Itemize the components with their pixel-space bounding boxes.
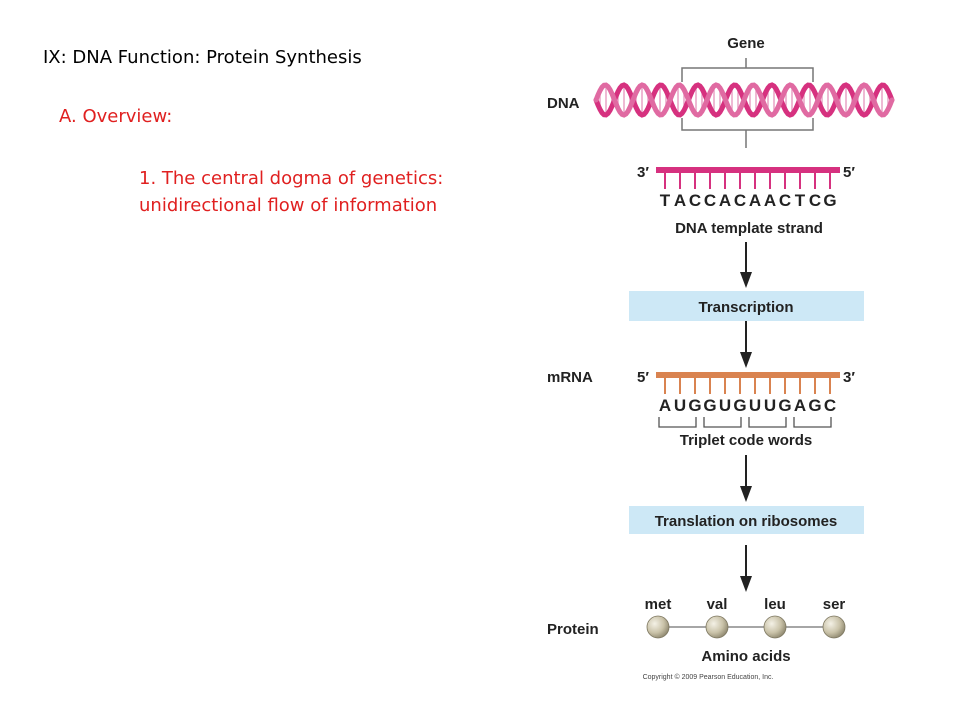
bullet-line-2: unidirectional flow of information: [139, 195, 438, 216]
bullet-point: 1. The central dogma of genetics: unidir…: [139, 165, 479, 219]
mrna-row-label: mRNA: [547, 369, 593, 386]
mrna-caption: Triplet code words: [680, 432, 813, 449]
transcription-label: Transcription: [698, 299, 793, 316]
dna-base: A: [674, 191, 686, 210]
bullet-line-1: 1. The central dogma of genetics:: [139, 168, 444, 189]
mrna-strand-teeth: [664, 378, 831, 394]
dna-base: A: [719, 191, 731, 210]
dna-base: C: [779, 191, 791, 210]
mrna-base: G: [703, 396, 716, 415]
dna-label: DNA: [547, 95, 580, 112]
section-heading: A. Overview:: [59, 106, 173, 127]
codon-brackets: [658, 417, 832, 428]
amino-acid-label: ser: [823, 596, 846, 613]
gene-bracket-bottom: [681, 118, 814, 148]
arrow-down-icon: [740, 455, 752, 502]
translation-box: [629, 506, 864, 534]
amino-acid-labels: met val leu ser: [645, 596, 846, 613]
dna-strand-backbone: [656, 167, 840, 173]
dna-strand-right-end: 5′: [843, 164, 855, 181]
mrna-base: C: [824, 396, 836, 415]
transcription-box: [629, 291, 864, 321]
dna-double-helix: [593, 82, 895, 118]
gene-label: Gene: [727, 35, 765, 52]
mrna-base: U: [749, 396, 761, 415]
amino-acid-label: leu: [764, 596, 786, 613]
amino-acid-bead: [763, 615, 787, 639]
dna-base: C: [689, 191, 701, 210]
copyright-notice: Copyright © 2009 Pearson Education, Inc.: [643, 673, 774, 681]
protein-row-label: Protein: [547, 621, 599, 638]
dna-base: C: [704, 191, 716, 210]
amino-acid-bead: [822, 615, 846, 639]
arrow-down-icon: [740, 321, 752, 368]
mrna-right-end: 3′: [843, 369, 855, 386]
mrna-base: G: [778, 396, 791, 415]
arrow-down-icon: [740, 242, 752, 288]
amino-acids-caption: Amino acids: [701, 648, 790, 665]
dna-base: A: [764, 191, 776, 210]
mrna-left-end: 5′: [637, 369, 649, 386]
mrna-base: A: [794, 396, 806, 415]
amino-acid-bead: [705, 615, 729, 639]
mrna-base: U: [674, 396, 686, 415]
dna-base: T: [795, 191, 806, 210]
mrna-base: G: [733, 396, 746, 415]
dna-base: G: [823, 191, 836, 210]
dna-strand-left-end: 3′: [637, 164, 649, 181]
dna-base: C: [734, 191, 746, 210]
dna-strand-teeth: [664, 173, 831, 189]
dna-base: A: [749, 191, 761, 210]
mrna-base: U: [764, 396, 776, 415]
slide-title: IX: DNA Function: Protein Synthesis: [43, 47, 362, 68]
dna-base: T: [660, 191, 671, 210]
helix-strand-b: [593, 82, 895, 118]
mrna-backbone: [656, 372, 840, 378]
amino-acid-bead: [646, 615, 670, 639]
amino-acid-chain: [646, 615, 846, 639]
mrna-base: A: [659, 396, 671, 415]
mrna-base: U: [719, 396, 731, 415]
mrna-base: G: [688, 396, 701, 415]
translation-label: Translation on ribosomes: [655, 513, 838, 530]
gene-bracket-top: [681, 58, 814, 82]
amino-acid-label: val: [707, 596, 728, 613]
dna-strand-caption: DNA template strand: [675, 220, 823, 237]
dna-base: C: [809, 191, 821, 210]
mrna-base: G: [808, 396, 821, 415]
amino-acid-label: met: [645, 596, 672, 613]
arrow-down-icon: [740, 545, 752, 592]
